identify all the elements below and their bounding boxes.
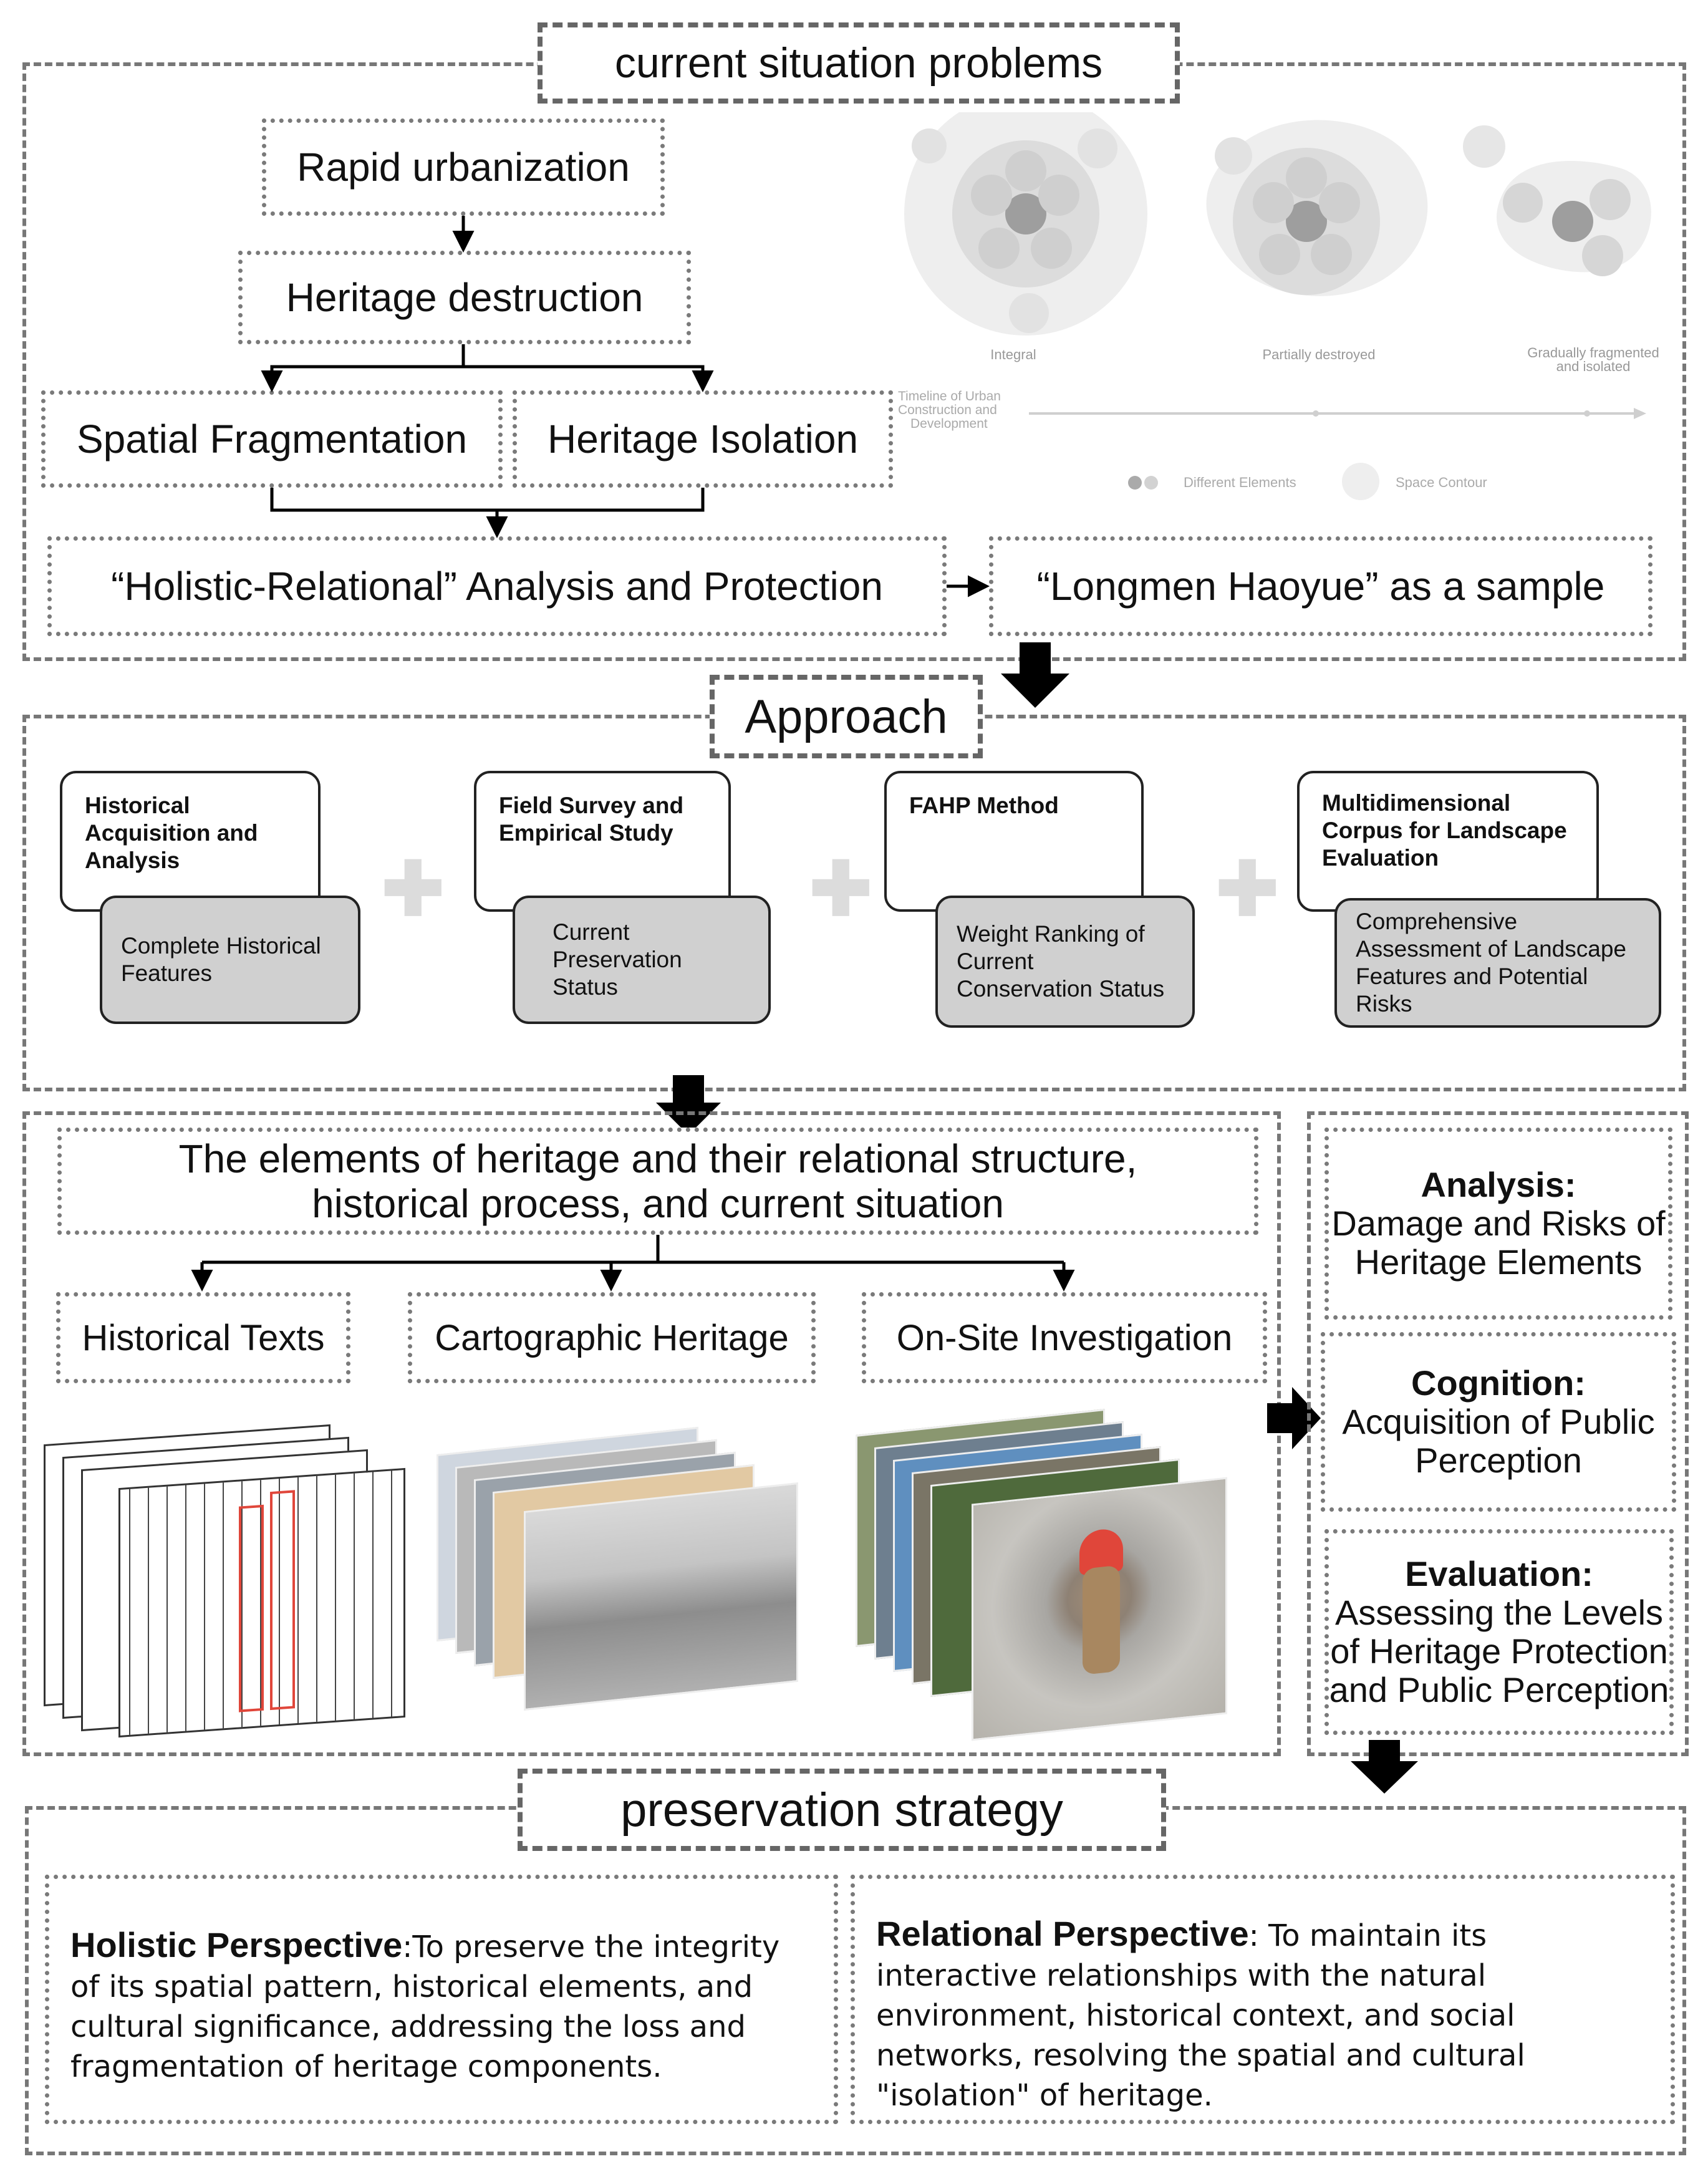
approach-title: Approach bbox=[710, 675, 983, 758]
analysis-body: Damage and Risks of Heritage Elements bbox=[1331, 1204, 1666, 1282]
problems-flow-connectors bbox=[261, 216, 990, 597]
red-highlight-2 bbox=[270, 1490, 295, 1711]
legend-contour-icon bbox=[1342, 463, 1379, 500]
historical-text-stack bbox=[37, 1416, 412, 1738]
result-card-historical: Complete Historical Features bbox=[100, 896, 360, 1024]
down-arrow-3 bbox=[1351, 1740, 1418, 1794]
method-card-corpus: Multidimensional Corpus for Landscape Ev… bbox=[1297, 771, 1599, 912]
holistic-body: :To preserve the integrity of its spatia… bbox=[70, 1930, 780, 2084]
heritage-destruction-box: Heritage destruction bbox=[238, 251, 691, 344]
historical-text-front-page bbox=[118, 1467, 405, 1738]
rapid-urbanization-box: Rapid urbanization bbox=[262, 118, 665, 216]
timeline-label-line2: Construction and bbox=[898, 403, 997, 417]
stage-partially-destroyed bbox=[1206, 120, 1428, 296]
stage1-label: Integral bbox=[990, 347, 1036, 362]
method-card-historical: Historical Acquisition and Analysis bbox=[60, 771, 321, 912]
relational-heading: Relational Perspective bbox=[876, 1914, 1249, 1953]
timeline-arrowhead bbox=[1634, 408, 1646, 419]
source-onsite-investigation: On-Site Investigation bbox=[862, 1292, 1267, 1383]
stage-fragmented bbox=[1463, 125, 1651, 276]
plus-icon-3: ✚ bbox=[1216, 848, 1279, 931]
red-highlight-1 bbox=[239, 1504, 264, 1713]
method-card-fahp: FAHP Method bbox=[884, 771, 1144, 912]
cognition-body: Acquisition of Public Perception bbox=[1342, 1402, 1655, 1480]
cognition-box: Cognition: Acquisition of Public Percept… bbox=[1321, 1332, 1676, 1512]
result-card-field-survey: Current Preservation Status bbox=[513, 896, 771, 1024]
method-card-field-survey: Field Survey and Empirical Study bbox=[474, 771, 731, 912]
spatial-fragmentation-box: Spatial Fragmentation bbox=[41, 390, 503, 488]
result-card-corpus: Comprehensive Assessment of Landscape Fe… bbox=[1334, 898, 1661, 1028]
timeline-label-line1: Timeline of Urban bbox=[898, 389, 1001, 403]
plus-icon-2: ✚ bbox=[809, 848, 872, 931]
holistic-heading: Holistic Perspective bbox=[70, 1925, 403, 1964]
result-card-fahp: Weight Ranking of Current Conservation S… bbox=[935, 896, 1195, 1028]
holistic-relational-box: “Holistic-Relational” Analysis and Prote… bbox=[47, 536, 947, 636]
analysis-heading: Analysis: bbox=[1421, 1165, 1576, 1204]
down-arrow-2 bbox=[656, 1075, 721, 1135]
elements-header-line1: The elements of heritage and their relat… bbox=[178, 1136, 1137, 1181]
statue-body bbox=[1083, 1565, 1120, 1675]
strategy-title: preservation strategy bbox=[518, 1769, 1166, 1851]
evaluation-heading: Evaluation: bbox=[1405, 1554, 1593, 1593]
evaluation-box: Evaluation: Assessing the Levels of Heri… bbox=[1324, 1529, 1674, 1735]
cartographic-photo-stack bbox=[430, 1403, 817, 1727]
cognition-heading: Cognition: bbox=[1411, 1363, 1586, 1403]
analysis-box: Analysis: Damage and Risks of Heritage E… bbox=[1324, 1128, 1672, 1320]
holistic-perspective-box: Holistic Perspective:To preserve the int… bbox=[45, 1875, 838, 2124]
longmen-sample-box: “Longmen Haoyue” as a sample bbox=[989, 536, 1653, 636]
legend-elements-label: Different Elements bbox=[1184, 475, 1296, 490]
onsite-photo-stack bbox=[853, 1397, 1227, 1741]
relational-perspective-box: Relational Perspective: To maintain its … bbox=[851, 1875, 1675, 2124]
elements-section bbox=[22, 1111, 1281, 1756]
plus-icon-1: ✚ bbox=[382, 848, 445, 931]
problems-title: current situation problems bbox=[538, 22, 1180, 104]
elements-header-box: The elements of heritage and their relat… bbox=[57, 1128, 1258, 1235]
stage3-label-line1: Gradually fragmented bbox=[1527, 345, 1659, 360]
stage2-label: Partially destroyed bbox=[1263, 347, 1376, 362]
evaluation-body: Assessing the Levels of Heritage Protect… bbox=[1329, 1593, 1669, 1709]
analysis-panel bbox=[1307, 1111, 1689, 1756]
elements-connectors bbox=[191, 1235, 1075, 1292]
fragmentation-illustration: Integral Partially destroyed Gradually f… bbox=[898, 112, 1659, 500]
legend-contour-label: Space Contour bbox=[1396, 475, 1487, 490]
stage-integral bbox=[904, 112, 1147, 336]
source-historical-texts: Historical Texts bbox=[56, 1292, 350, 1383]
stage3-label-line2: and isolated bbox=[1556, 359, 1631, 374]
timeline-label-line3: Development bbox=[910, 417, 988, 431]
legend-elements-icon bbox=[1128, 476, 1158, 490]
cartographic-front-photo bbox=[524, 1482, 798, 1711]
elements-header-line2: historical process, and current situatio… bbox=[312, 1181, 1004, 1226]
relational-body: : To maintain its interactive relationsh… bbox=[876, 1918, 1525, 2113]
right-arrow bbox=[1267, 1387, 1321, 1449]
source-cartographic-heritage: Cartographic Heritage bbox=[408, 1292, 816, 1383]
onsite-front-photo bbox=[972, 1477, 1227, 1741]
heritage-isolation-box: Heritage Isolation bbox=[513, 390, 893, 488]
down-arrow-1 bbox=[1001, 642, 1069, 708]
